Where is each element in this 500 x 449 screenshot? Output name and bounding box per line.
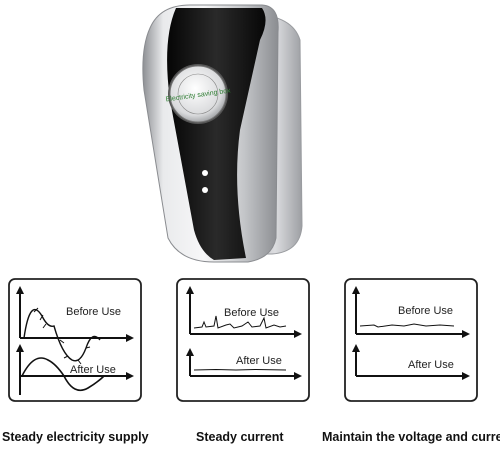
after-use-label: After Use: [236, 355, 282, 367]
uneven-voltage: [359, 323, 455, 328]
current-diagram: Before Use After Use: [176, 278, 310, 402]
after-use-label: After Use: [70, 364, 116, 376]
panel-maintain-voltage: Before Use After Use: [344, 278, 478, 402]
caption-steady-current: Steady current: [196, 430, 284, 444]
panel-steady-current: Before Use After Use: [176, 278, 310, 402]
before-use-label: Before Use: [398, 305, 453, 317]
noisy-current: [193, 315, 287, 329]
caption-steady-supply: Steady electricity supply: [2, 430, 149, 444]
product-image: Electricity saving box: [142, 4, 303, 263]
after-use-label: After Use: [408, 359, 454, 371]
before-use-label: Before Use: [66, 306, 121, 318]
brand-badge: Electricity saving box: [165, 64, 232, 124]
led-indicator-top: [202, 170, 208, 176]
waveform-diagram: Before Use After Use: [8, 278, 142, 402]
caption-maintain-voltage: Maintain the voltage and current: [322, 430, 500, 444]
led-indicator-bottom: [202, 187, 208, 193]
energy-saver-device: Electricity saving box: [142, 4, 303, 263]
steady-current: [193, 368, 287, 371]
sine-wave: [21, 357, 105, 392]
before-use-label: Before Use: [224, 307, 279, 319]
voltage-diagram: Before Use After Use: [344, 278, 478, 402]
distorted-wave: [23, 309, 101, 362]
panel-steady-supply: Before Use After Use: [8, 278, 142, 402]
